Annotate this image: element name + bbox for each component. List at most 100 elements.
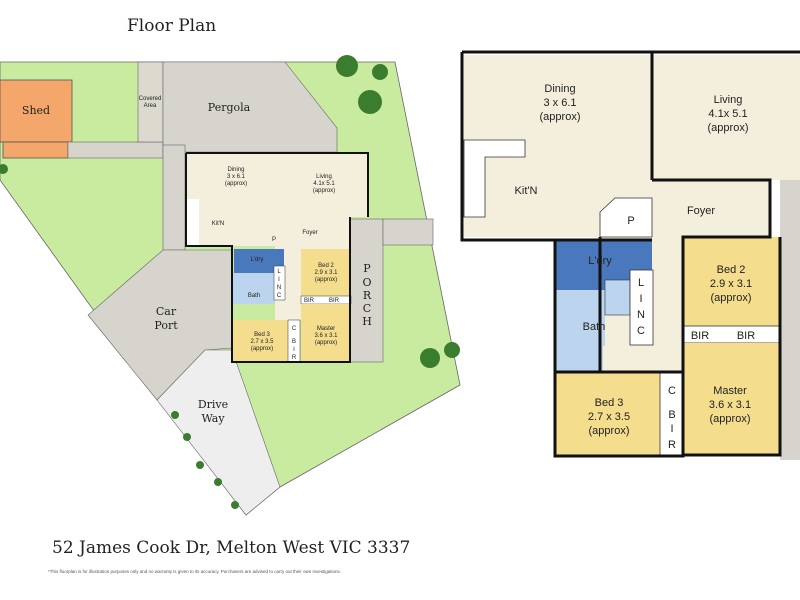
path — [67, 141, 164, 159]
hp-linen-letter: N — [637, 309, 645, 321]
hp-dining-approx: (approx) — [540, 111, 581, 123]
hp-linen-letter: C — [637, 325, 645, 337]
porch-letter: C — [363, 302, 371, 315]
hp-linen — [629, 269, 654, 346]
dining-approx: (approx) — [225, 181, 247, 187]
hp-pantry — [599, 197, 653, 238]
hp-linen-letter: L — [638, 277, 644, 289]
hp-bath-label: Bath — [583, 321, 606, 333]
living-label: Living — [316, 174, 332, 180]
bed3 — [233, 320, 288, 362]
master-approx: (approx) — [315, 340, 337, 346]
hp-master-approx: (approx) — [710, 413, 751, 425]
hp-cbir-letter: B — [668, 409, 675, 421]
living — [284, 154, 367, 217]
kitchen-label: Kit'N — [212, 221, 224, 227]
linen-letter: C — [277, 293, 282, 299]
drive-way — [156, 349, 281, 516]
hp-pantry-label: P — [627, 215, 634, 227]
hp-bir-label: BIR — [691, 330, 709, 342]
house-walls — [185, 152, 369, 363]
hp-bir-label: BIR — [737, 330, 755, 342]
bed3-label: Bed 3 — [254, 332, 270, 338]
covered-area-label: Covered — [139, 96, 162, 102]
master — [301, 304, 351, 362]
hp-cbir-letter: R — [668, 439, 676, 451]
bed2-size: 2.9 x 3.1 — [314, 270, 338, 276]
dining-size: 3 x 6.1 — [227, 174, 246, 180]
hp-linen-letter: I — [639, 293, 642, 305]
hp-shower — [604, 279, 631, 316]
hp-foyer-label: Foyer — [687, 205, 715, 217]
bath — [233, 273, 275, 304]
bed2-approx: (approx) — [315, 277, 337, 283]
living-approx: (approx) — [313, 188, 335, 194]
foyer-label: Foyer — [302, 230, 317, 236]
bed2 — [301, 249, 351, 296]
car-port-label: Car — [156, 305, 177, 318]
hp-walls — [460, 50, 800, 458]
shed-annex — [2, 141, 69, 159]
hp-bed2 — [683, 237, 780, 326]
disclaimer: *This floorplan is for illustration purp… — [48, 569, 342, 574]
porch-label: P O R C H — [362, 262, 372, 328]
cbir-letter: I — [293, 347, 295, 353]
front-path — [382, 218, 434, 246]
porch-letter: O — [362, 276, 371, 289]
hp-kitchen-label: Kit'N — [515, 185, 538, 197]
linen-letter: L — [277, 269, 281, 275]
hp-cbir-letter: C — [668, 385, 676, 397]
laundry-label: L'dry — [251, 257, 264, 263]
covered-area-label: Area — [144, 103, 157, 109]
bath-label: Bath — [248, 293, 260, 299]
cbir-letter: B — [292, 339, 296, 345]
kitchen-bench — [187, 199, 199, 246]
hp-kitchen-bench — [463, 139, 526, 218]
linen-letter: I — [278, 277, 280, 283]
bir-label: BIR — [329, 298, 340, 304]
trees — [0, 55, 460, 509]
hp-bath — [555, 290, 605, 346]
covered-area — [137, 61, 164, 143]
hp-cbir-letter: I — [670, 423, 673, 435]
hp-master-size: 3.6 x 3.1 — [709, 399, 751, 411]
hp-living-size: 4.1x 5.1 — [708, 108, 747, 120]
page-title: Floor Plan — [127, 16, 217, 36]
hp-dining-label: Dining — [544, 83, 575, 95]
dining-label: Dining — [227, 167, 244, 173]
porch-letter: P — [363, 262, 371, 275]
porch-letter: R — [363, 289, 372, 302]
linen — [273, 265, 286, 301]
porch — [348, 218, 384, 363]
bed3-size: 2.7 x 3.5 — [250, 339, 274, 345]
dining-kitchen — [187, 154, 284, 246]
living-size: 4.1x 5.1 — [313, 181, 335, 187]
shed-label: Shed — [22, 104, 50, 117]
shed — [0, 79, 73, 143]
master-label: Master — [317, 326, 335, 332]
porch-letter: H — [362, 315, 372, 328]
hp-living-approx: (approx) — [708, 122, 749, 134]
hp-living-label: Living — [714, 94, 743, 106]
bir-label: BIR — [304, 298, 315, 304]
bed3-approx: (approx) — [251, 346, 273, 352]
drive-way-label: Way — [201, 412, 225, 425]
hp-toilet — [555, 346, 603, 371]
cbir-letter: C — [292, 326, 297, 332]
property-address: 52 James Cook Dr, Melton West VIC 3337 — [52, 538, 411, 558]
linen-letter: N — [277, 285, 281, 291]
master-size: 3.6 x 3.1 — [314, 333, 338, 339]
site-plan: Shed Covered Area Pergola Car Port Drive… — [0, 55, 461, 516]
hp-bed3-approx: (approx) — [589, 425, 630, 437]
hp-bed3-size: 2.7 x 3.5 — [588, 411, 630, 423]
hp-dining-size: 3 x 6.1 — [543, 97, 576, 109]
hp-porch-edge — [780, 180, 800, 460]
hp-laundry-label: L'dry — [588, 255, 612, 267]
hp-foyer — [652, 180, 770, 237]
house-plan: Dining 3 x 6.1 (approx) Living 4.1x 5.1 … — [460, 50, 800, 460]
bed2-label: Bed 2 — [318, 263, 334, 269]
hp-living — [652, 55, 800, 180]
pergola-label: Pergola — [208, 101, 251, 114]
hp-bed2-size: 2.9 x 3.1 — [710, 278, 752, 290]
hp-bed3-label: Bed 3 — [595, 397, 624, 409]
